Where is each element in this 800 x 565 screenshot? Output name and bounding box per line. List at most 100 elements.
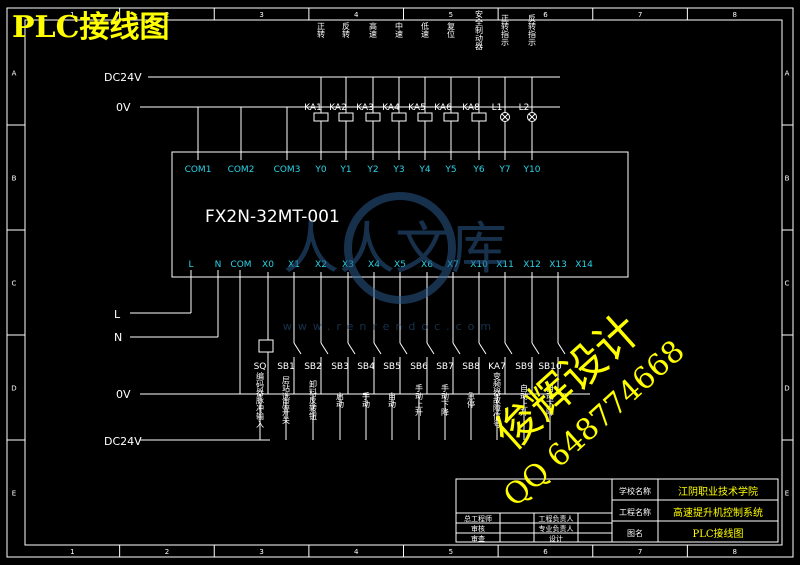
input-device-label: SB5 (383, 362, 401, 372)
input-terminal: X1 (288, 260, 300, 270)
output-description: 中速 (395, 21, 404, 39)
frame-ticks (7, 8, 793, 557)
col-mark: 8 (732, 11, 736, 19)
row-mark: D (11, 385, 16, 393)
relay-coil-icon (338, 112, 354, 122)
output-description: 正转指示 (501, 14, 510, 46)
col-mark: 1 (70, 548, 74, 556)
output-device-label: KA5 (408, 103, 426, 113)
switch-contact-icon (347, 342, 356, 355)
relay-coil-icon (471, 112, 487, 122)
relay-coil-icon (313, 112, 329, 122)
output-description: 低速 (421, 21, 430, 39)
project-label: 工程名称 (619, 507, 651, 517)
title-block-row-label: 总工程师 (464, 514, 492, 523)
col-mark: 3 (259, 548, 263, 556)
input-description: 自动 (388, 391, 397, 409)
input-description: 启动 (336, 391, 345, 409)
output-description: 高速 (369, 21, 378, 39)
watermark: 人人文库 www.renrendoc.com (283, 192, 507, 333)
input-terminal: N (215, 260, 222, 270)
output-terminal: Y1 (339, 165, 351, 175)
project-name: 高速提升机控制系统 (673, 506, 763, 519)
relay-coil-icon (365, 112, 381, 122)
input-description: 变频器故障信号 (493, 371, 502, 429)
output-device-label: L2 (519, 103, 530, 113)
input-terminal: X5 (394, 260, 406, 270)
col-mark: 2 (165, 548, 169, 556)
output-device-label: KA4 (382, 103, 400, 113)
switch-contact-icon (452, 342, 461, 355)
row-mark: B (785, 175, 790, 183)
switch-contact-icon (293, 342, 302, 355)
col-mark: 7 (638, 11, 642, 19)
output-terminal: Y6 (472, 165, 484, 175)
col-mark: 6 (543, 548, 548, 556)
dc24v-lower-label: DC24V (104, 435, 142, 448)
plc-model: FX2N-32MT-001 (205, 207, 340, 227)
input-device-label: KA7 (488, 362, 506, 372)
col-mark: 6 (543, 11, 548, 19)
col-mark: 7 (638, 548, 642, 556)
row-mark: A (12, 70, 17, 78)
output-description: 正转 (317, 22, 326, 39)
input-terminal: COM (230, 260, 251, 270)
mains-l-label: L (114, 308, 121, 321)
input-rails: 0V DC24V (104, 270, 590, 448)
col-mark: 2 (165, 11, 169, 19)
input-terminal: X12 (523, 260, 541, 270)
input-channel: SB5 自动 (383, 272, 408, 440)
row-mark: C (785, 280, 790, 288)
title-block-row-label: 专业负责人 (539, 524, 574, 533)
drawing-label: 图名 (627, 528, 643, 538)
input-description: 急停 (467, 391, 476, 409)
input-terminal: X13 (549, 260, 567, 270)
relay-coil-icon (443, 112, 459, 122)
output-device-label: KA6 (434, 103, 452, 113)
switch-contact-icon (504, 342, 513, 355)
title-block-row-label: 审查 (471, 534, 485, 543)
drawing-name: PLC接线图 (692, 527, 743, 540)
zero-v-rail-label: 0V (116, 101, 131, 114)
input-description: 层站选层开关 (282, 376, 291, 425)
col-mark: 1 (70, 11, 74, 19)
output-description: 反转 (342, 21, 351, 39)
output-description: 安全制动器 (475, 9, 484, 51)
input-description: 自动上升 (520, 383, 529, 417)
input-channel: SB10 自动下降 (538, 272, 566, 440)
switch-contact-icon (373, 342, 382, 355)
school-name: 江阴职业技术学院 (678, 485, 758, 498)
school-label: 学校名称 (619, 486, 651, 496)
row-mark: C (12, 280, 17, 288)
switch-contact-icon (478, 342, 487, 355)
power-rails: DC24V 0V (104, 71, 560, 114)
input-terminal: X2 (315, 260, 327, 270)
input-description: 编码器脉冲输入 (256, 371, 265, 428)
title-block-row-label: 设计 (549, 534, 563, 543)
input-device-label: SB10 (538, 362, 562, 372)
input-terminal: X10 (470, 260, 488, 270)
watermark-logo-icon (344, 192, 456, 304)
switch-contact-icon (531, 342, 540, 355)
col-mark: 4 (354, 11, 359, 19)
com-terminal: COM2 (228, 165, 255, 175)
output-terminal: Y0 (314, 165, 326, 175)
output-circuits: 正转KA1Y0反转KA2Y1高速KA3Y2中速KA4Y3低速KA5Y4复位KA6… (304, 9, 541, 175)
input-device-label: SB4 (357, 362, 375, 372)
input-description: 自动下降 (546, 383, 555, 417)
output-device-label: L1 (492, 103, 503, 113)
